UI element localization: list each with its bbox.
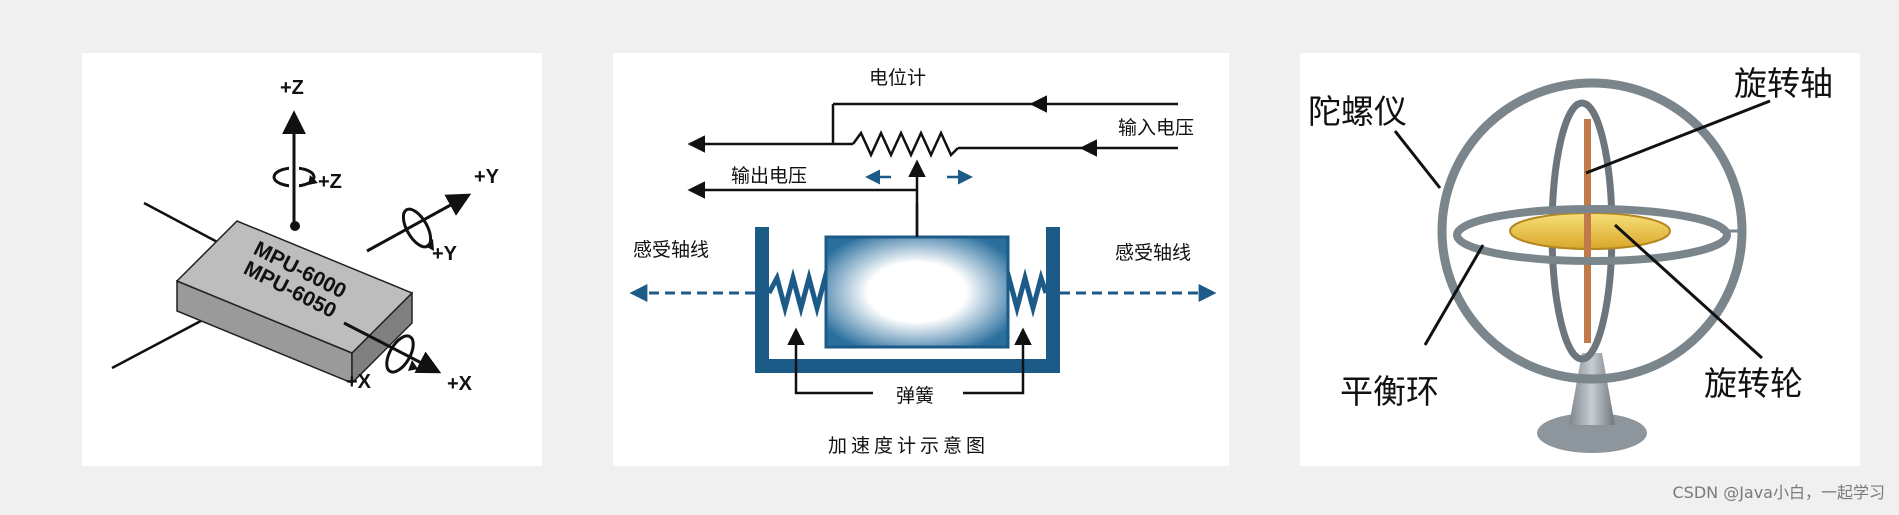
horizontal-gimbal-ring — [1453, 205, 1731, 265]
input-voltage-label: 输入电压 — [1118, 117, 1195, 139]
gyroscope-label: 陀螺仪 — [1308, 92, 1407, 131]
accelerometer-panel: 电位计 输入电压 输出电压 感受轴线 感受轴线 弹簧 加速度计示意图 — [613, 53, 1229, 466]
rotor-label: 旋转轮 — [1704, 364, 1803, 403]
gimbal-leader — [1423, 244, 1485, 346]
z-rotation-icon — [272, 165, 318, 189]
spin-axis-leader — [1585, 99, 1771, 175]
gyroscope-leader — [1393, 130, 1442, 189]
spin-axis-rod — [1584, 119, 1591, 343]
mpu-axes-panel: +Z +Z +Y +Y +X +X MPU-6000 MPU-6050 — [82, 53, 542, 466]
z-axis-label: +Z — [280, 77, 304, 99]
gyroscope-drawing — [1393, 78, 1771, 453]
potentiometer-resistor — [851, 129, 959, 159]
chip-top-face — [175, 220, 414, 354]
gimbal-label: 平衡环 — [1340, 372, 1439, 411]
spring-label: 弹簧 — [896, 385, 935, 407]
y-rotation-label: +Y — [432, 243, 458, 265]
stand-post — [1569, 353, 1615, 425]
mpu-axes-drawing — [111, 110, 472, 385]
potentiometer-label: 电位计 — [869, 67, 927, 89]
proof-mass — [824, 235, 1010, 349]
x-rotation-icon — [385, 334, 418, 374]
x-rotation-label: +X — [346, 371, 372, 393]
z-rotation-label: +Z — [318, 171, 342, 193]
x-axis-label: +X — [447, 373, 473, 395]
gyroscope-panel: 陀螺仪 旋转轴 平衡环 旋转轮 — [1300, 53, 1860, 466]
sensing-axis-right-label: 感受轴线 — [1115, 242, 1192, 264]
stand-base — [1537, 413, 1647, 453]
y-axis-label: +Y — [474, 166, 500, 188]
watermark-text: CSDN @Java小白，一起学习 — [1672, 483, 1885, 502]
accelerometer-drawing — [629, 95, 1217, 395]
rotor-leader — [1613, 223, 1764, 360]
output-voltage-label: 输出电压 — [731, 165, 808, 187]
y-axis-arrow — [366, 193, 472, 253]
spring-pointer-right — [963, 327, 1032, 395]
x-axis-arrow — [343, 321, 442, 374]
accelerometer-caption: 加速度计示意图 — [828, 435, 990, 457]
sensing-axis-left-label: 感受轴线 — [633, 239, 710, 261]
y-rotation-icon — [401, 207, 434, 251]
spin-axis-label: 旋转轴 — [1734, 64, 1833, 103]
spring-pointer-left — [787, 327, 873, 395]
